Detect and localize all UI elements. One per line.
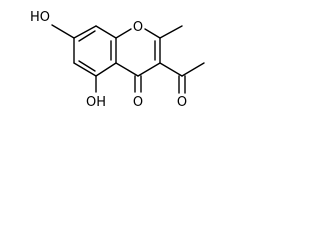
bond-c8-c7	[73, 25, 97, 39]
double-bond-c6-c5-inner	[78, 60, 96, 72]
bond-c8a-o1	[115, 28, 132, 39]
double-bond-c8-c7-inner	[78, 30, 96, 42]
bond-c7-oh	[51, 24, 75, 39]
ring-oxygen-label: O	[133, 20, 143, 35]
carbonyl-oxygen-4-label: O	[133, 95, 143, 110]
hydroxyl-5-label: OH	[86, 95, 106, 110]
bond-c3-acetyl-carbon	[159, 62, 183, 77]
acetyl-oxygen-label: O	[177, 95, 187, 110]
bond-acetyl-methyl	[181, 62, 205, 77]
bond-c4-c4a	[115, 62, 139, 77]
chromone-structure-diagram: HO O OH O O	[30, 10, 205, 110]
bond-c8a-c8	[95, 25, 117, 39]
hydroxyl-7-label: HO	[30, 10, 50, 25]
bond-o1-c2	[144, 28, 161, 39]
bond-c2-methyl	[159, 25, 183, 39]
bond-c3-c4	[137, 62, 161, 77]
bond-c5-c4a	[95, 62, 117, 77]
bond-c6-c5	[73, 62, 97, 77]
